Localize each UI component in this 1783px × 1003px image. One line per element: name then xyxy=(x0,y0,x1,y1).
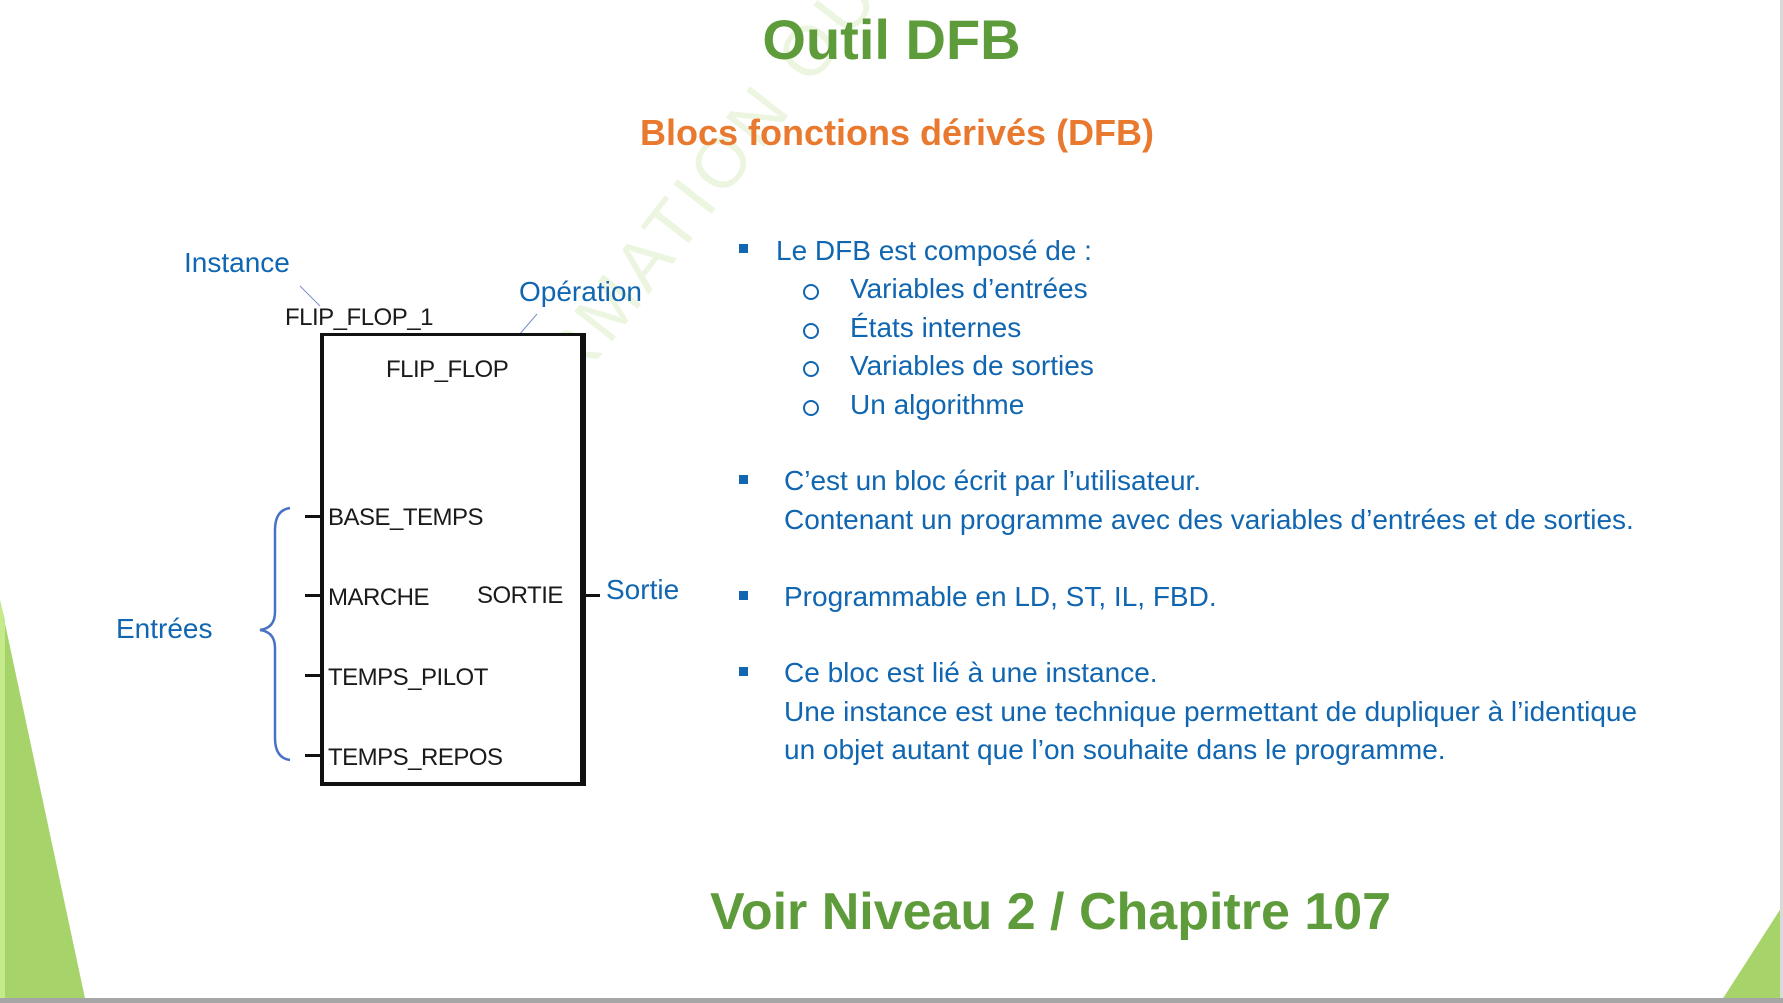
bullet-text: C’est un bloc écrit par l’utilisateur. xyxy=(784,465,1202,496)
bullet-text: Le DFB est composé de : xyxy=(776,235,1092,266)
input-temps-repos: TEMPS_REPOS xyxy=(328,744,503,771)
decorative-triangle-right-icon xyxy=(1720,905,1783,1003)
input-pin[interactable] xyxy=(305,515,322,518)
output-pin[interactable] xyxy=(582,594,600,597)
input-temps-pilot: TEMPS_PILOT xyxy=(328,664,488,691)
sub-bullet-text: Un algorithme xyxy=(850,389,1025,420)
output-sortie: SORTIE xyxy=(477,582,563,609)
square-bullet-icon xyxy=(739,475,748,484)
chapter-reference: Voir Niveau 2 / Chapitre 107 xyxy=(710,883,1392,941)
sub-bullet-text: Variables d’entrées xyxy=(850,273,1088,304)
bullet-text: un objet autant que l’on souhaite dans l… xyxy=(784,734,1446,765)
bullet-text: Programmable en LD, ST, IL, FBD. xyxy=(784,581,1217,612)
brace-icon xyxy=(259,506,291,762)
bullet-text: Contenant un programme avec des variable… xyxy=(784,504,1634,535)
instance-name: FLIP_FLOP_1 xyxy=(285,304,433,331)
circle-bullet-icon xyxy=(803,284,819,300)
circle-bullet-icon xyxy=(803,400,819,416)
square-bullet-icon xyxy=(739,667,748,676)
sub-bullet-text: Variables de sorties xyxy=(850,350,1094,381)
operation-annotation: Opération xyxy=(519,276,642,307)
instance-annotation: Instance xyxy=(184,247,290,278)
slide-subtitle: Blocs fonctions dérivés (DFB) xyxy=(639,112,1155,153)
square-bullet-icon xyxy=(739,591,748,600)
bullet-text: Une instance est une technique permettan… xyxy=(784,696,1638,727)
square-bullet-icon xyxy=(739,244,748,253)
slide-title: Outil DFB xyxy=(762,8,1021,71)
output-annotation: Sortie xyxy=(606,574,680,605)
slide-edge xyxy=(1780,0,1783,1003)
input-pin[interactable] xyxy=(305,594,322,597)
sub-bullet-text: États internes xyxy=(850,312,1022,343)
function-block[interactable] xyxy=(320,333,586,786)
input-pin[interactable] xyxy=(305,754,322,757)
decorative-triangle-left-icon xyxy=(0,600,86,1003)
bullet-text: Ce bloc est lié à une instance. xyxy=(784,657,1158,688)
circle-bullet-icon xyxy=(803,323,819,339)
block-type: FLIP_FLOP xyxy=(386,356,509,383)
inputs-annotation: Entrées xyxy=(116,613,213,644)
circle-bullet-icon xyxy=(803,361,819,377)
input-pin[interactable] xyxy=(305,674,322,677)
input-base-temps: BASE_TEMPS xyxy=(328,504,484,531)
slide-edge xyxy=(0,998,1783,1003)
input-marche: MARCHE xyxy=(328,584,430,611)
